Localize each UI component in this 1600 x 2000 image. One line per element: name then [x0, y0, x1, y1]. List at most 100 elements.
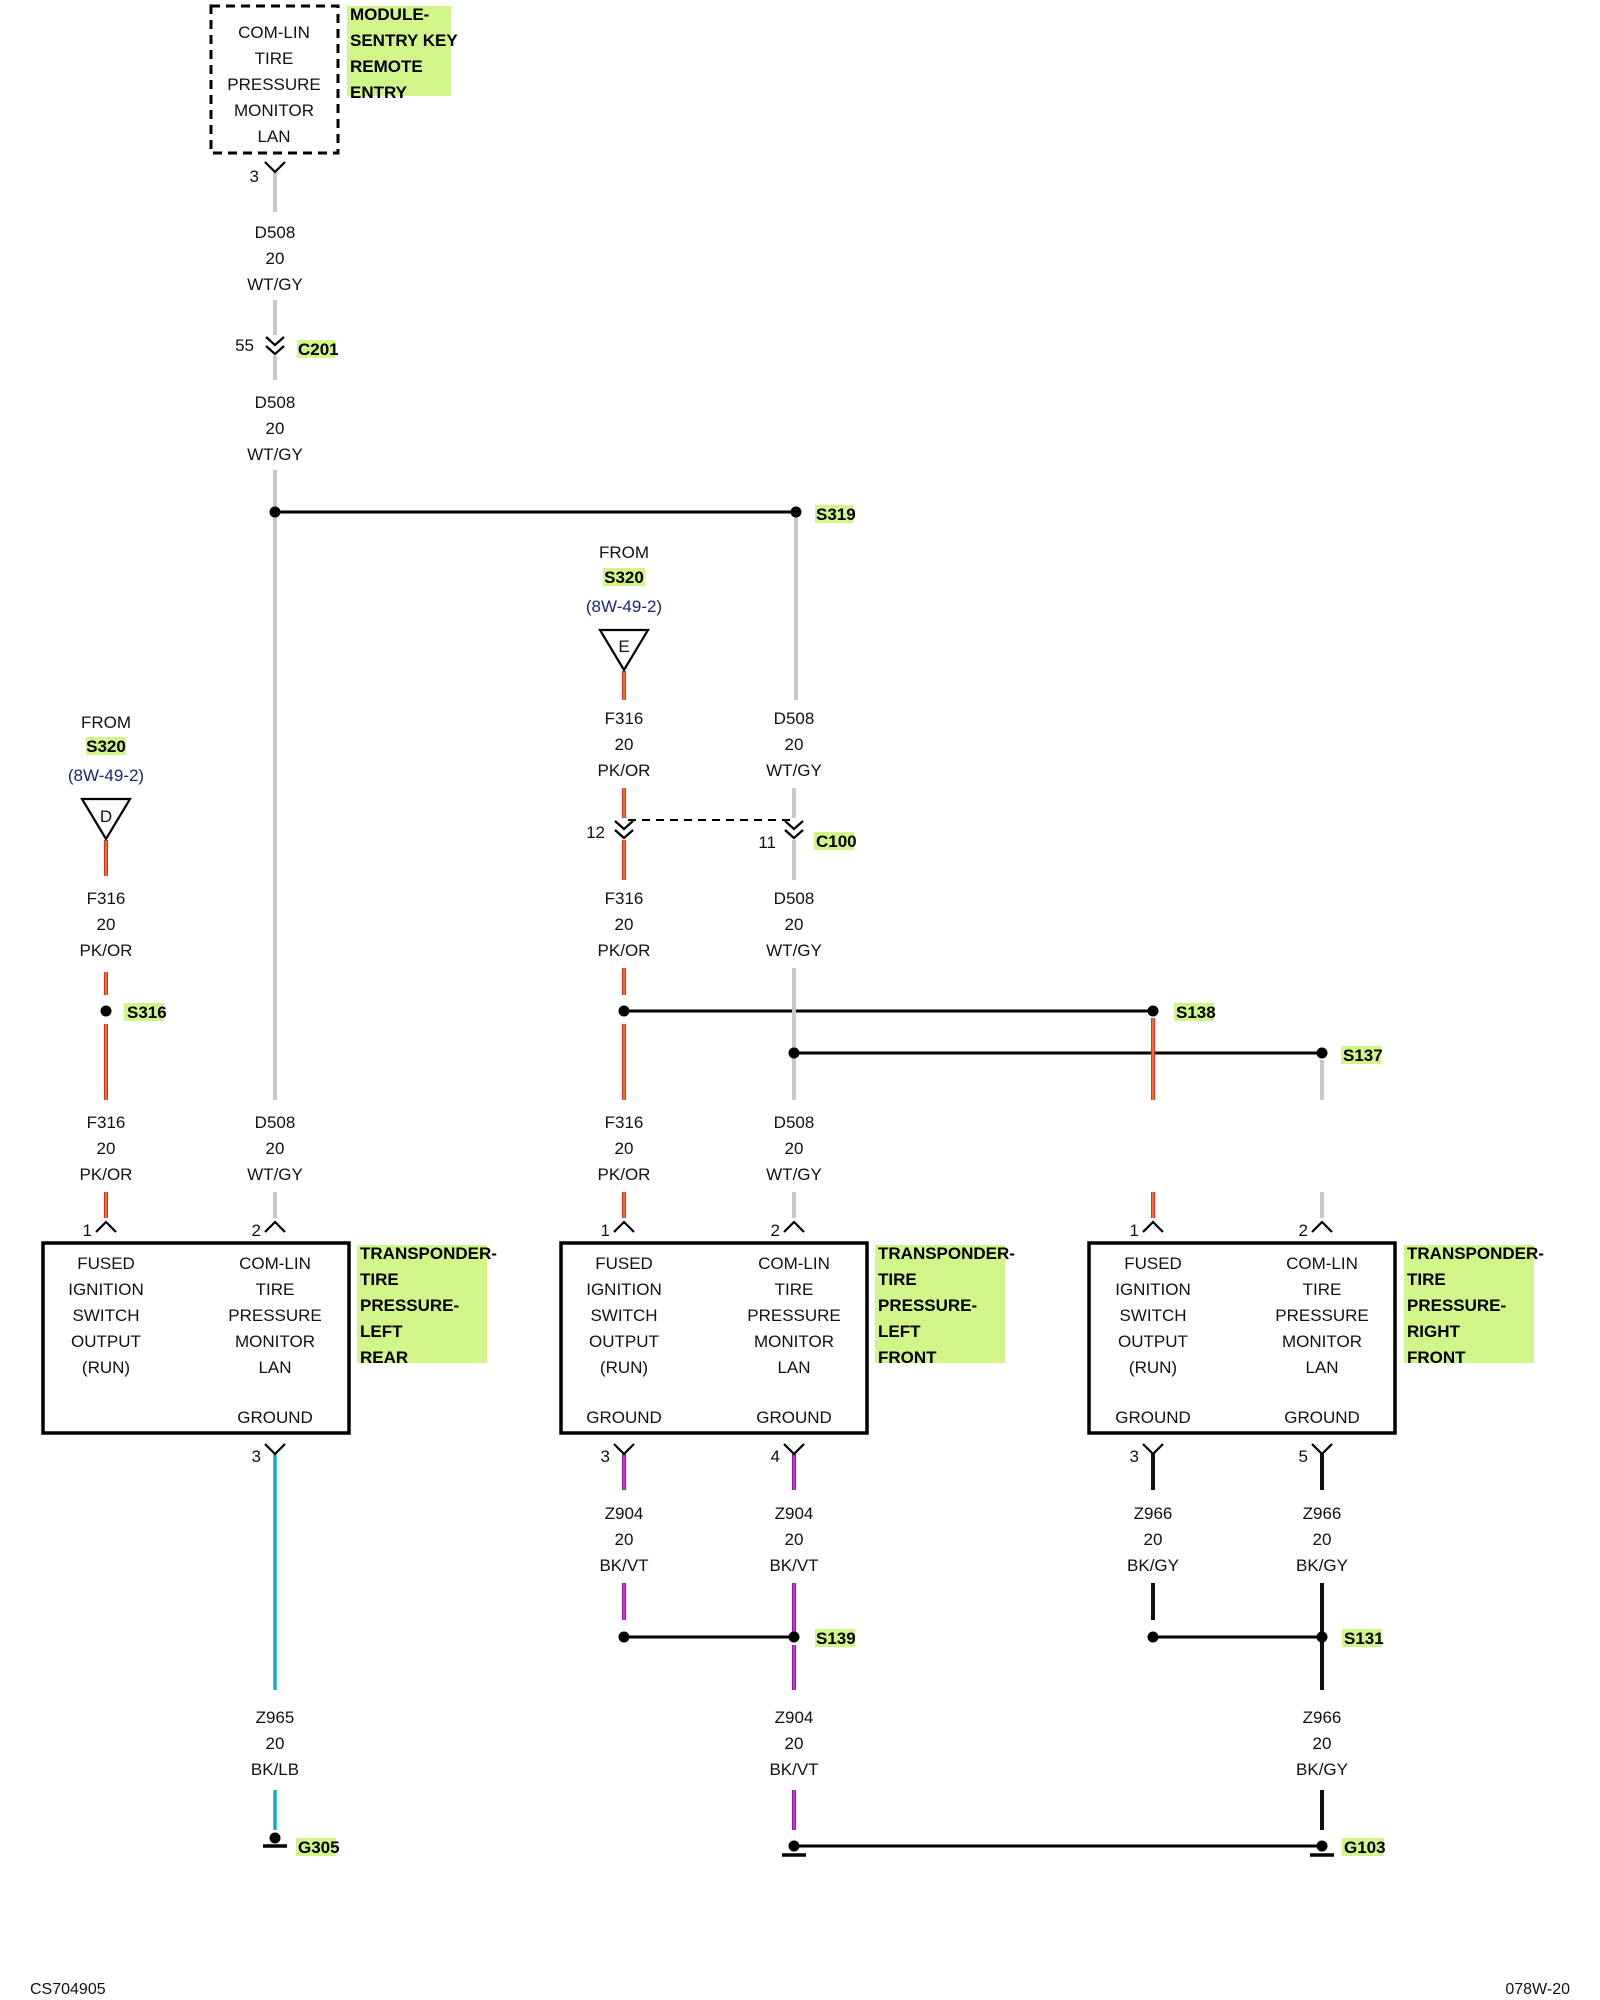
- transponder-ground-right-rf: GROUND: [1284, 1408, 1360, 1427]
- highlight-layer: [86, 6, 1534, 1856]
- s319-junction-left: [269, 506, 281, 518]
- from-mid-ref: (8W-49-2): [586, 597, 662, 616]
- z966-label-b-0: Z966: [1303, 1504, 1342, 1523]
- f316-label-b-1: 20: [97, 1139, 116, 1158]
- from-mid-text: FROM: [599, 543, 649, 562]
- transponder-pin1-lr: 1: [83, 1221, 92, 1240]
- c100-right-connector: [784, 820, 804, 840]
- top-module-line: MONITOR: [234, 101, 314, 120]
- d508-label-c-1: 20: [266, 1139, 285, 1158]
- c100-pin-right: 11: [758, 833, 776, 852]
- transponder-tag-bg-rf: [1404, 1245, 1534, 1363]
- z966-label-c-1: 20: [1313, 1734, 1332, 1753]
- d508-label-d-0: D508: [774, 709, 815, 728]
- transponder-tag-lr: PRESSURE-: [360, 1296, 459, 1315]
- transponder-box-lf: [559, 1241, 869, 1435]
- s131-junction: [1147, 1631, 1159, 1643]
- transponder-left-line-lf: (RUN): [600, 1358, 648, 1377]
- transponder-left-line-rf: (RUN): [1129, 1358, 1177, 1377]
- top-module-line: LAN: [257, 127, 290, 146]
- top-module-pin: 3: [250, 167, 259, 186]
- d508-label-c-0: D508: [255, 1113, 296, 1132]
- z965-label-1: 20: [266, 1734, 285, 1753]
- transponder-pin2-lr: 2: [252, 1221, 261, 1240]
- transponder-lr-pin2-connector: [264, 1220, 286, 1233]
- f316-label-d-0: F316: [605, 889, 644, 908]
- top-module-tag-bg: [347, 6, 451, 96]
- symbol-layer: [41, 4, 1397, 1857]
- top-module-tag: REMOTE: [350, 57, 423, 76]
- top-module-tag: ENTRY: [350, 83, 408, 102]
- s139-label: S139: [816, 1629, 856, 1648]
- d508-label-a-2: WT/GY: [247, 275, 303, 294]
- g305-label: G305: [298, 1838, 340, 1857]
- f316-label-a-2: PK/OR: [80, 941, 133, 960]
- s139-bg: [815, 1629, 855, 1647]
- top-module-line: TIRE: [255, 49, 294, 68]
- transponder-pin-gr-lr: 3: [252, 1447, 261, 1466]
- s319-bg: [815, 505, 853, 523]
- transponder-left-line-lf: FUSED: [595, 1254, 653, 1273]
- transponder-left-line-rf: SWITCH: [1119, 1306, 1186, 1325]
- s137-splice: [1316, 1047, 1328, 1059]
- c201-bg: [297, 340, 335, 358]
- transponder-lr-pin1-connector: [95, 1220, 117, 1233]
- f316-label-b-2: PK/OR: [80, 1165, 133, 1184]
- from-mid-s320: S320: [604, 568, 644, 587]
- transponder-right-line-rf: TIRE: [1303, 1280, 1342, 1299]
- transponder-tag-lf: FRONT: [878, 1348, 937, 1367]
- f316-label-c-2: PK/OR: [598, 761, 651, 780]
- z966-label-a-2: BK/GY: [1127, 1556, 1179, 1575]
- s137-junction: [788, 1047, 800, 1059]
- from-left-letter: D: [100, 807, 112, 826]
- rf-ground-connector-5: [1311, 1443, 1333, 1456]
- transponder-pin-gl-lf: 3: [601, 1447, 610, 1466]
- transponder-right-line-rf: MONITOR: [1282, 1332, 1362, 1351]
- transponder-tag-rf: RIGHT: [1407, 1322, 1461, 1341]
- c201-label: C201: [298, 340, 339, 359]
- z966-label-c-2: BK/GY: [1296, 1760, 1348, 1779]
- s138-bg: [1174, 1003, 1214, 1021]
- transponder-rf-pin1-connector: [1142, 1220, 1164, 1233]
- lf-ground-connector-3: [613, 1443, 635, 1456]
- transponder-lf-pin1-connector: [613, 1220, 635, 1233]
- transponder-rf-pin2-connector: [1311, 1220, 1333, 1233]
- g103-splice: [1316, 1840, 1328, 1852]
- s137-label: S137: [1343, 1046, 1383, 1065]
- d508-label-f-2: WT/GY: [766, 1165, 822, 1184]
- transponder-pin2-rf: 2: [1299, 1221, 1308, 1240]
- z904-label-a-0: Z904: [605, 1504, 644, 1523]
- transponder-tag-lr: TRANSPONDER-: [360, 1244, 497, 1263]
- s139-splice: [788, 1631, 800, 1643]
- transponder-left-line-rf: IGNITION: [1115, 1280, 1191, 1299]
- f316-label-b-0: F316: [87, 1113, 126, 1132]
- transponder-left-line-lf: OUTPUT: [589, 1332, 659, 1351]
- from-left-ref: (8W-49-2): [68, 766, 144, 785]
- g103-left-point: [788, 1840, 800, 1852]
- transponder-right-line-lf: COM-LIN: [758, 1254, 830, 1273]
- transponder-ground-left-lf: GROUND: [586, 1408, 662, 1427]
- transponder-pin-gr-rf: 5: [1299, 1447, 1308, 1466]
- lr-ground-connector: [264, 1443, 286, 1456]
- c201-connector: [265, 336, 285, 356]
- s138-label: S138: [1176, 1003, 1216, 1022]
- wire-layer: [104, 172, 1324, 1848]
- c100-pin-left: 12: [586, 823, 605, 842]
- top-module-connector: [264, 161, 286, 174]
- s316-splice: [100, 1005, 112, 1017]
- footer-right: 078W-20: [1505, 1981, 1570, 1998]
- d508-label-a-0: D508: [255, 223, 296, 242]
- top-module-tag: MODULE-: [350, 5, 429, 24]
- d508-label-f-0: D508: [774, 1113, 815, 1132]
- d508-label-d-2: WT/GY: [766, 761, 822, 780]
- transponder-left-line-lf: SWITCH: [590, 1306, 657, 1325]
- top-module-tag: SENTRY KEY: [350, 31, 458, 50]
- transponder-tag-lr: REAR: [360, 1348, 408, 1367]
- transponder-left-line-lf: IGNITION: [586, 1280, 662, 1299]
- d508-label-f-1: 20: [785, 1139, 804, 1158]
- transponder-left-line-lr: IGNITION: [68, 1280, 144, 1299]
- transponder-box-rf: [1087, 1241, 1397, 1435]
- transponder-right-line-lr: LAN: [258, 1358, 291, 1377]
- z904-label-a-2: BK/VT: [599, 1556, 648, 1575]
- z904-label-c-0: Z904: [775, 1708, 814, 1727]
